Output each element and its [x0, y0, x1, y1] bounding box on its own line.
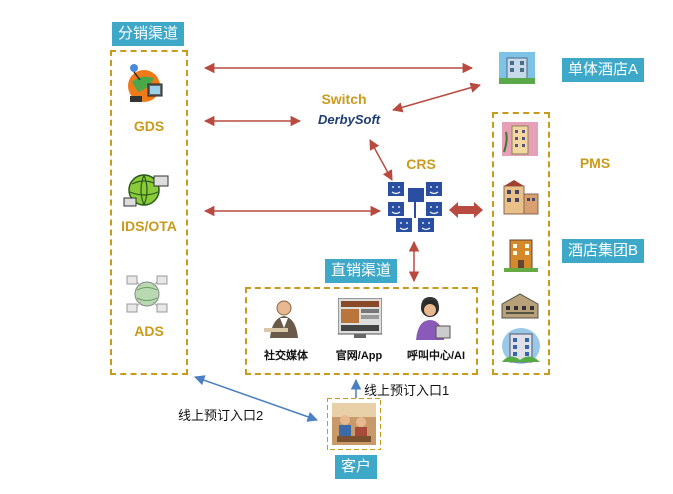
pms-label: PMS: [579, 155, 611, 171]
entry-2-label: 线上预订入口2: [178, 408, 264, 423]
hotel-building-icon: [499, 52, 535, 84]
globe-computer-icon: [123, 174, 169, 207]
direct-box: [245, 287, 478, 375]
crs-computers-icon: [388, 182, 442, 232]
derbysoft-logo: DerbySoft: [318, 112, 381, 127]
network-globe-icon: [126, 275, 168, 313]
arrow-switch-hotel: [391, 82, 482, 113]
distribution-box: [110, 50, 188, 375]
arrow-customer-distribution: [194, 375, 318, 422]
hotel-building-icon: [502, 122, 538, 156]
switch-title: Switch: [321, 91, 367, 107]
crs-label: CRS: [406, 156, 436, 172]
entry-1-label: 线上预订入口1: [364, 383, 450, 398]
pms-box: [492, 112, 550, 375]
hotel-building-icon: [503, 180, 539, 215]
hotel-group-tag: 酒店集团B: [562, 239, 645, 263]
distribution-tag: 分销渠道: [112, 22, 185, 46]
ads-label: ADS: [134, 323, 164, 339]
businessman-icon: [264, 300, 298, 338]
direct-tag: 直销渠道: [325, 259, 398, 283]
arrow-switch-crs: [369, 139, 393, 181]
hotel-building-icon: [501, 293, 539, 319]
website-app-label: 官网/App: [335, 350, 383, 362]
satellite-icon: [128, 64, 163, 102]
gds-label: GDS: [133, 118, 165, 134]
callcenter-icon: [416, 296, 451, 340]
customer-tag: 客户: [335, 455, 378, 479]
website-icon: [338, 298, 382, 338]
hotel-building-icon: [504, 239, 538, 272]
arrow-crs-pms: [449, 202, 483, 218]
callcenter-label: 呼叫中心/AI: [406, 350, 466, 362]
ids-ota-label: IDS/OTA: [121, 218, 177, 234]
customer-photo-icon: [327, 398, 381, 450]
hotel-building-icon: [502, 328, 540, 364]
single-hotel-tag: 单体酒店A: [562, 58, 645, 82]
social-media-label: 社交媒体: [264, 350, 308, 362]
